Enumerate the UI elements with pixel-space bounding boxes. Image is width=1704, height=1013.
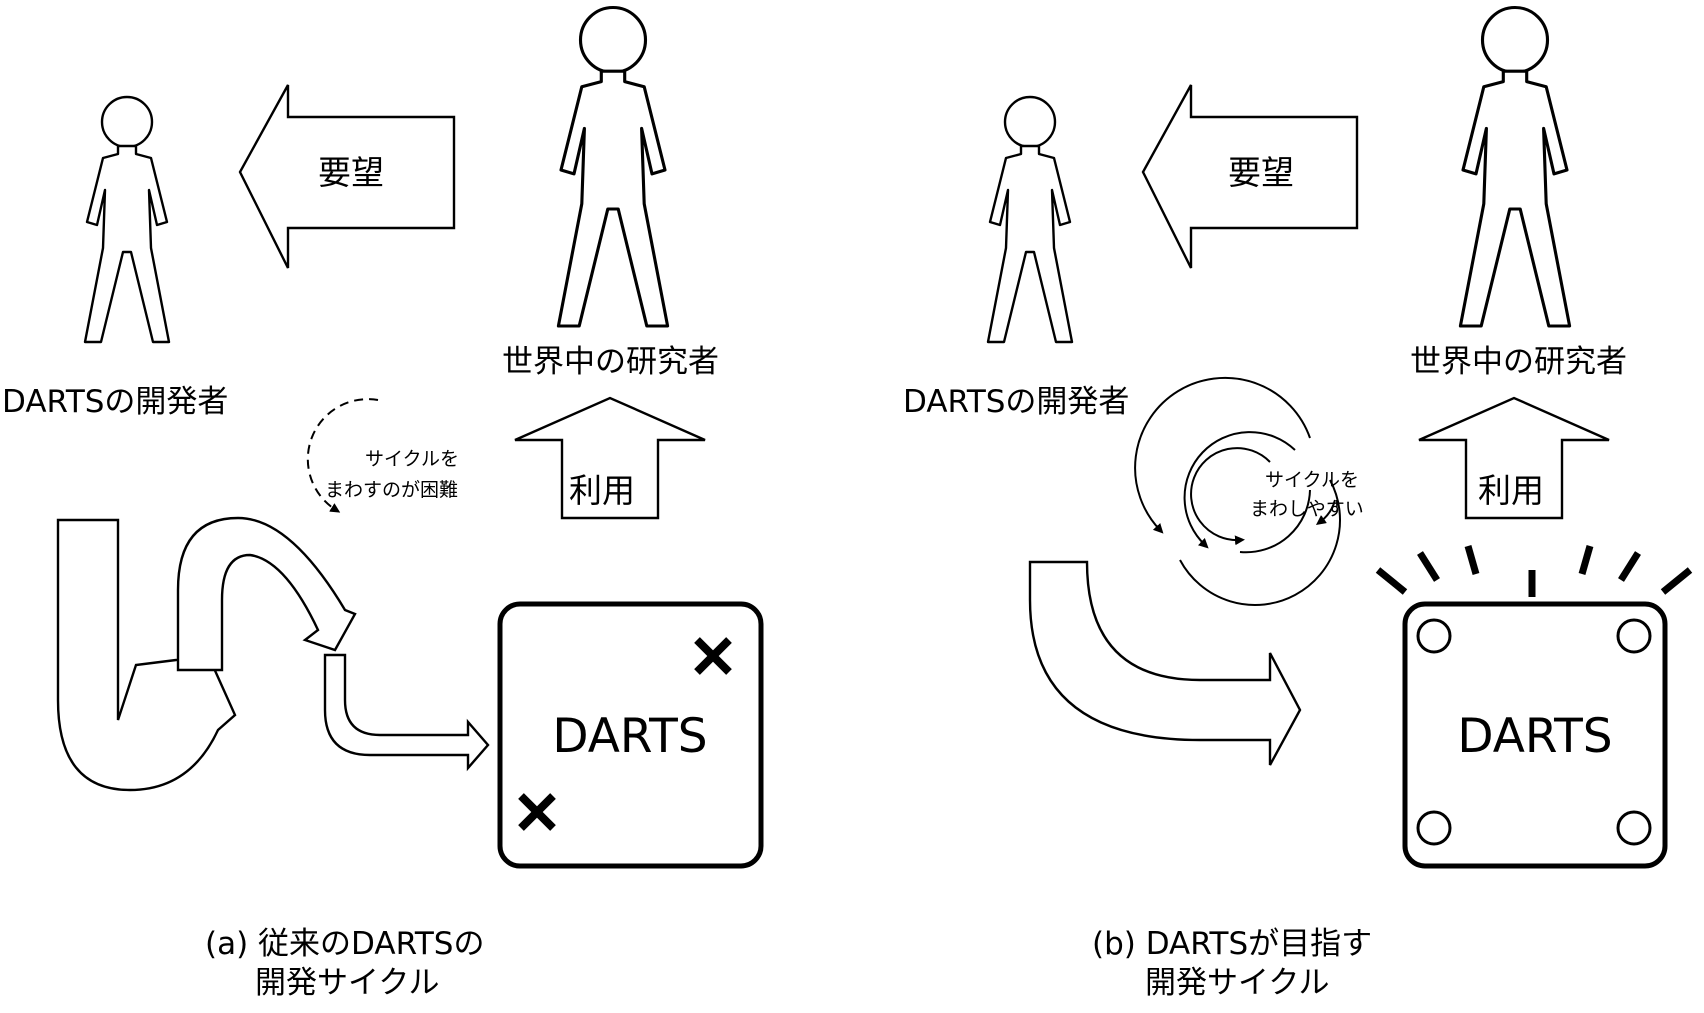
request-arrow-a xyxy=(238,84,456,269)
shine-rays xyxy=(1375,545,1693,597)
panel-b: DARTSの開発者 世界中の研究者 要望 利用 サイクルを まわしやすい xyxy=(903,5,1693,1001)
researchers-label-b: 世界中の研究者 xyxy=(1410,344,1627,380)
darts-box-b xyxy=(1402,601,1668,869)
researchers-label-a: 世界中の研究者 xyxy=(502,344,719,380)
cycle-note-a-line2: まわすのが困難 xyxy=(325,479,458,501)
panel-a: DARTSの開発者 世界中の研究者 要望 利用 サイクルを まわすのが困難 DA… xyxy=(2,5,764,1001)
developer-figure-a xyxy=(83,95,171,344)
researcher-figure-a xyxy=(556,5,670,328)
caption-b-line1: (b) DARTSが目指す xyxy=(1092,926,1372,962)
developer-label-b: DARTSの開発者 xyxy=(903,384,1129,420)
use-label-b: 利用 xyxy=(1478,471,1544,510)
developer-figure-b xyxy=(986,95,1074,344)
error-cross-icon xyxy=(518,793,556,831)
use-label-a: 利用 xyxy=(569,471,635,510)
caption-b-line2: 開発サイクル xyxy=(1145,965,1329,1001)
caption-a-line1: (a) 従来のDARTSの xyxy=(205,926,484,962)
request-label-a: 要望 xyxy=(318,153,384,192)
ok-circle-icon xyxy=(1616,810,1652,846)
dashed-cycle-arrow xyxy=(306,398,379,513)
darts-label-a: DARTS xyxy=(552,709,707,764)
twisted-arrow-a-tail xyxy=(323,653,490,772)
researcher-figure-b xyxy=(1458,5,1572,328)
use-arrow-b xyxy=(1418,396,1610,520)
request-label-b: 要望 xyxy=(1228,153,1294,192)
twisted-arrow-a xyxy=(56,518,237,792)
smooth-arrow-b xyxy=(1028,560,1302,766)
error-cross-icon xyxy=(694,637,732,675)
ok-circle-icon xyxy=(1416,618,1452,654)
darts-label-b: DARTS xyxy=(1457,709,1612,764)
ok-circle-icon xyxy=(1616,618,1652,654)
twisted-arrow-a-loop xyxy=(176,516,357,672)
spiral-cycle-arrows xyxy=(1134,376,1341,606)
developer-label-a: DARTSの開発者 xyxy=(2,384,228,420)
ok-circle-icon xyxy=(1416,810,1452,846)
caption-a-line2: 開発サイクル xyxy=(255,965,439,1001)
cycle-note-b-line2: まわしやすい xyxy=(1250,498,1364,520)
cycle-note-a-line1: サイクルを xyxy=(365,448,459,470)
use-arrow-a xyxy=(514,396,706,520)
request-arrow-b xyxy=(1141,84,1359,269)
ok-circle-icons xyxy=(1416,618,1652,846)
cycle-note-b-line1: サイクルを xyxy=(1265,469,1359,491)
